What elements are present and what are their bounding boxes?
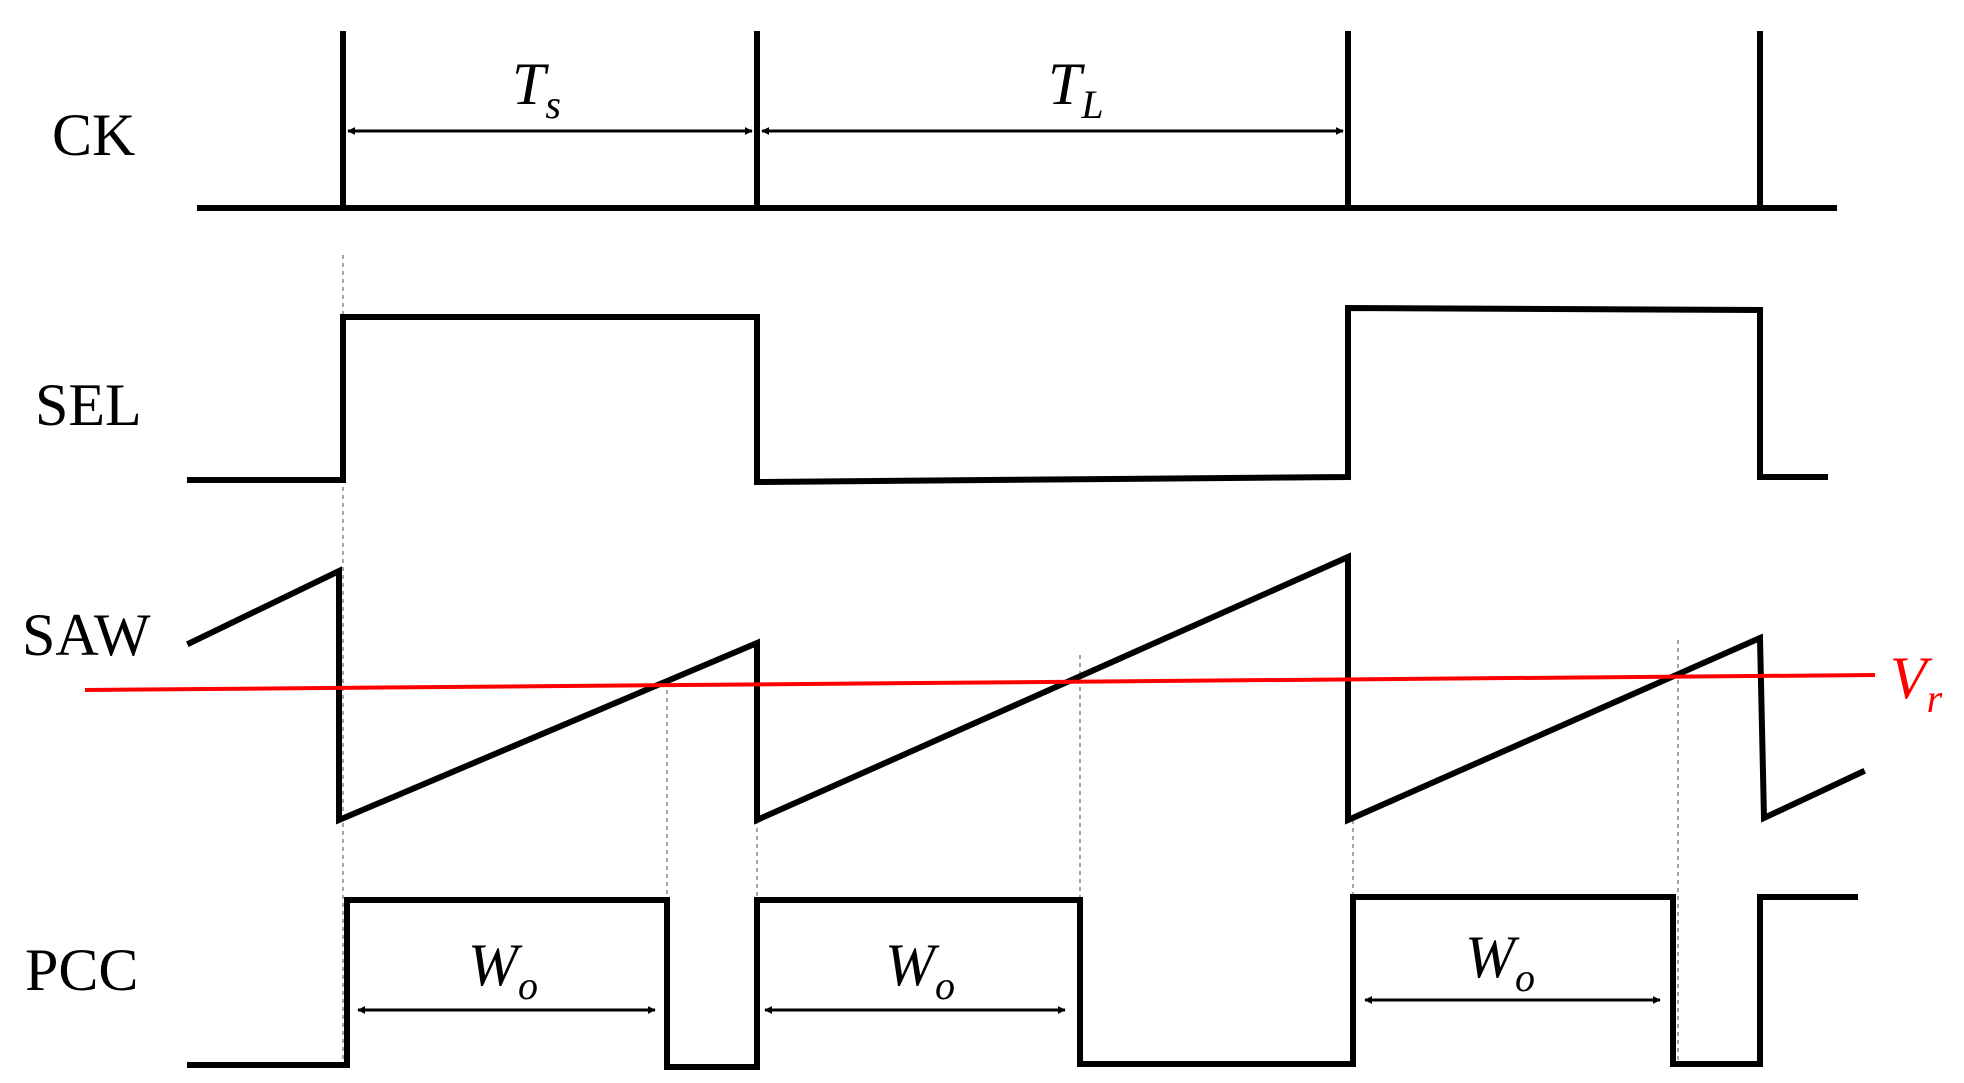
saw-label: SAW	[22, 602, 151, 668]
wo-label-1: Wo	[468, 932, 538, 1008]
ts-label: Ts	[512, 51, 561, 127]
vr-label: Vr	[1890, 645, 1943, 721]
vr-reference-line	[84, 673, 1876, 692]
pcc-label: PCC	[25, 937, 138, 1003]
wo-label-2: Wo	[885, 932, 955, 1008]
sel-label: SEL	[35, 372, 142, 438]
ck-label: CK	[52, 102, 135, 168]
sel-waveform	[187, 304, 1828, 486]
saw-waveform	[185, 552, 1866, 825]
ck-waveform	[197, 31, 1837, 211]
wo-label-3: Wo	[1465, 924, 1535, 1000]
tl-label: TL	[1048, 51, 1104, 127]
pcc-waveform	[187, 894, 1858, 1070]
